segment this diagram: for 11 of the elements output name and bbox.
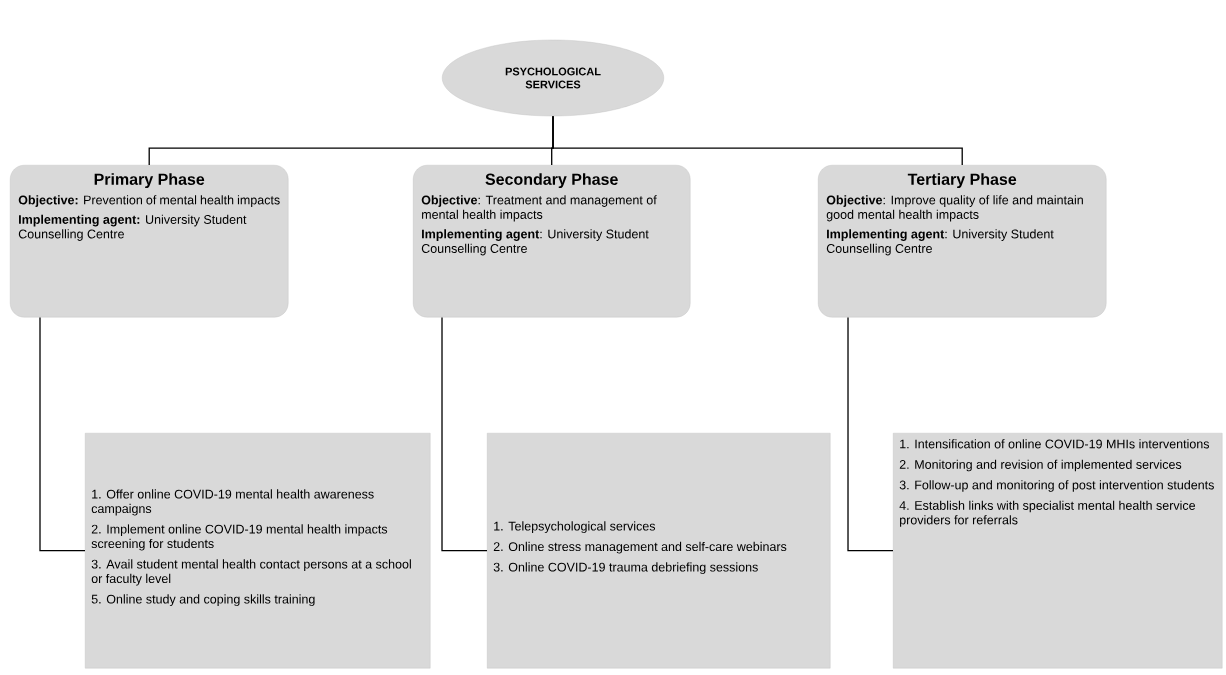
oval-node: PSYCHOLOGICAL SERVICES: [442, 39, 664, 117]
list-box: 1. Offer online COVID-19 mental health awareness campaigns 2. Implement online COVID-19 mental health impacts screening for students 3. Avail student mental health contact persons at a school or faculty level 5. Online study and coping skills training: [85, 433, 431, 669]
phase-box: Secondary Phase Objective: Treatment and management of mental health impacts Implementing agent: University Student Counselling Centre: [413, 165, 691, 318]
connector-line: [847, 316, 894, 552]
connector-line: [39, 316, 86, 552]
connector-line: [441, 316, 488, 552]
phase-box: Tertiary Phase Objective: Improve quality of life and maintain good mental health impacts Implementing agent: University Student Counselling Centre: [818, 165, 1107, 318]
connector-line: [552, 115, 963, 166]
phase-box: Primary Phase Objective: Prevention of mental health impacts Implementing agent: University Student Counselling Centre: [10, 165, 289, 318]
list-box: 1. Telepsychological services 2. Online stress management and self-care webinars 3. Online COVID-19 trauma debriefing sessions: [487, 433, 831, 669]
list-box: 1. Intensification of online COVID-19 MHIs interventions 2. Monitoring and revision of implemented services 3. Follow-up and monitoring of post intervention students 4. Establish links with specialist mental health service providers for referrals: [893, 433, 1223, 669]
